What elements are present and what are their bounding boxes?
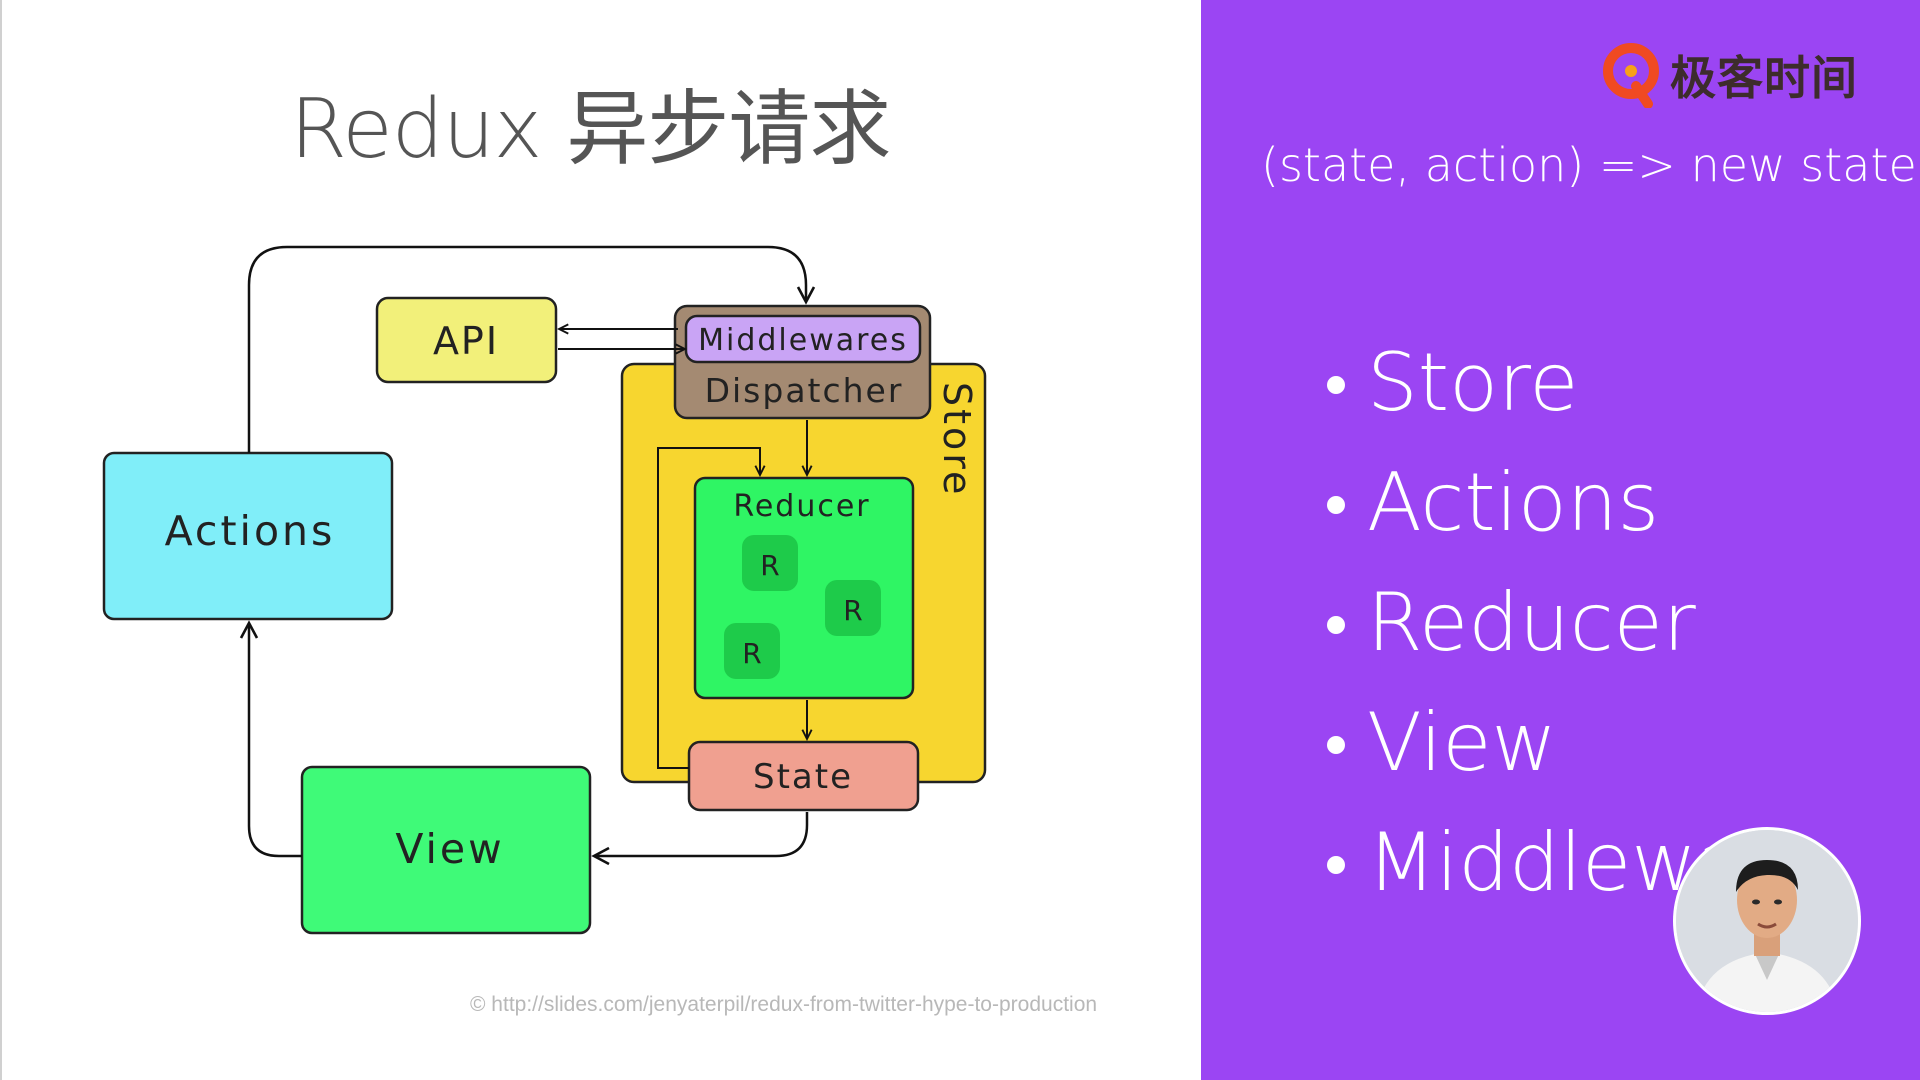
reducer-item	[742, 535, 798, 591]
topic-item: Actions	[1321, 450, 1746, 570]
arrow-state-to-view	[591, 812, 809, 866]
presenter-figure	[1676, 830, 1858, 1012]
arrow-view-to-actions	[239, 620, 302, 858]
actions-label: Actions	[165, 507, 336, 555]
topic-item: Reducer	[1321, 570, 1746, 690]
presenter-avatar	[1676, 830, 1858, 1012]
redux-flow-diagram: Store Dispatcher Middlewares API Reducer…	[102, 245, 987, 935]
brand-name: 极客时间	[1670, 51, 1858, 105]
store-label: Store	[935, 382, 979, 497]
api-label: API	[433, 319, 499, 363]
topic-label: View	[1367, 696, 1557, 789]
bullet-dot-icon	[1327, 856, 1345, 874]
slide-title: Redux 异步请求	[290, 82, 891, 177]
topic-label: Actions	[1367, 456, 1660, 549]
dispatcher-label: Dispatcher	[705, 371, 904, 410]
slide-content: Redux 异步请求 Store Dispatcher Middlewares	[0, 0, 1098, 1080]
state-box	[687, 740, 920, 812]
topic-item: Store	[1321, 330, 1746, 450]
reducer-item	[825, 580, 881, 636]
bullet-dot-icon	[1327, 736, 1345, 754]
topic-label: Store	[1367, 336, 1579, 429]
view-label: View	[395, 825, 504, 873]
reducer-item-label: R	[742, 637, 761, 670]
brand-logo: 极客时间	[1602, 42, 1858, 108]
api-box	[375, 296, 558, 384]
bullet-dot-icon	[1327, 376, 1345, 394]
reducer-item	[724, 623, 780, 679]
geektime-logo-icon	[1603, 43, 1659, 108]
state-label: State	[753, 757, 853, 797]
source-credit: © http://slides.com/jenyaterpil/redux-fr…	[470, 993, 1098, 1016]
reducer-label: Reducer	[733, 489, 870, 524]
reducer-item-label: R	[843, 594, 862, 627]
middlewares-box	[684, 314, 922, 364]
topic-item: View	[1321, 690, 1746, 810]
reducer-formula: (state, action) => new state	[1261, 138, 1917, 192]
arrow-state-to-reducer	[657, 447, 760, 769]
reducer-item-label: R	[760, 549, 779, 582]
bullet-dot-icon	[1327, 496, 1345, 514]
topic-label: Reducer	[1367, 576, 1696, 669]
middlewares-label: Middlewares	[698, 323, 908, 358]
view-box	[300, 765, 592, 935]
topic-list: Store Actions Reducer View Middlewa	[1321, 330, 1746, 930]
bullet-dot-icon	[1327, 616, 1345, 634]
arrow-actions-to-middlewares	[247, 245, 816, 453]
